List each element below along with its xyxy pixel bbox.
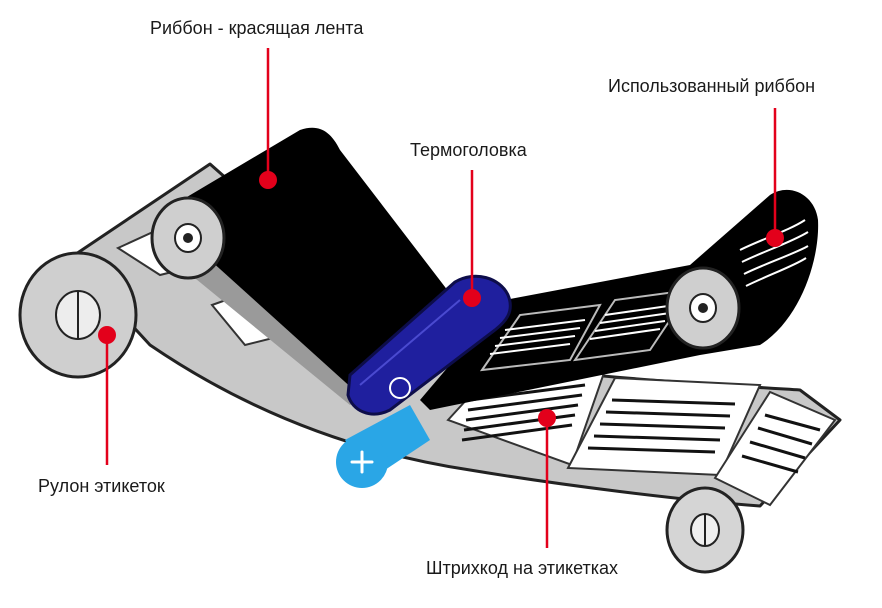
label-ribbon: Риббон - красящая лента xyxy=(150,18,364,38)
plus-icon xyxy=(350,450,374,474)
pointer-barcodes xyxy=(538,409,556,548)
label-used-ribbon: Использованный риббон xyxy=(608,76,816,96)
label-barcodes: Штрихкод на этикетках xyxy=(426,558,619,578)
pointer-used-ribbon xyxy=(766,108,784,247)
platen-roller xyxy=(336,405,430,488)
used-ribbon xyxy=(420,189,819,410)
pointer-ribbon xyxy=(259,48,277,189)
pointer-printhead xyxy=(463,170,481,307)
label-printhead: Термоголовка xyxy=(410,140,527,160)
label-roll xyxy=(18,251,138,379)
printhead xyxy=(346,274,512,416)
rewind-roll xyxy=(665,486,745,574)
label-label-roll: Рулон этикеток xyxy=(38,476,165,496)
pointer-label-roll xyxy=(98,326,116,465)
ribbon-supply xyxy=(150,127,455,406)
